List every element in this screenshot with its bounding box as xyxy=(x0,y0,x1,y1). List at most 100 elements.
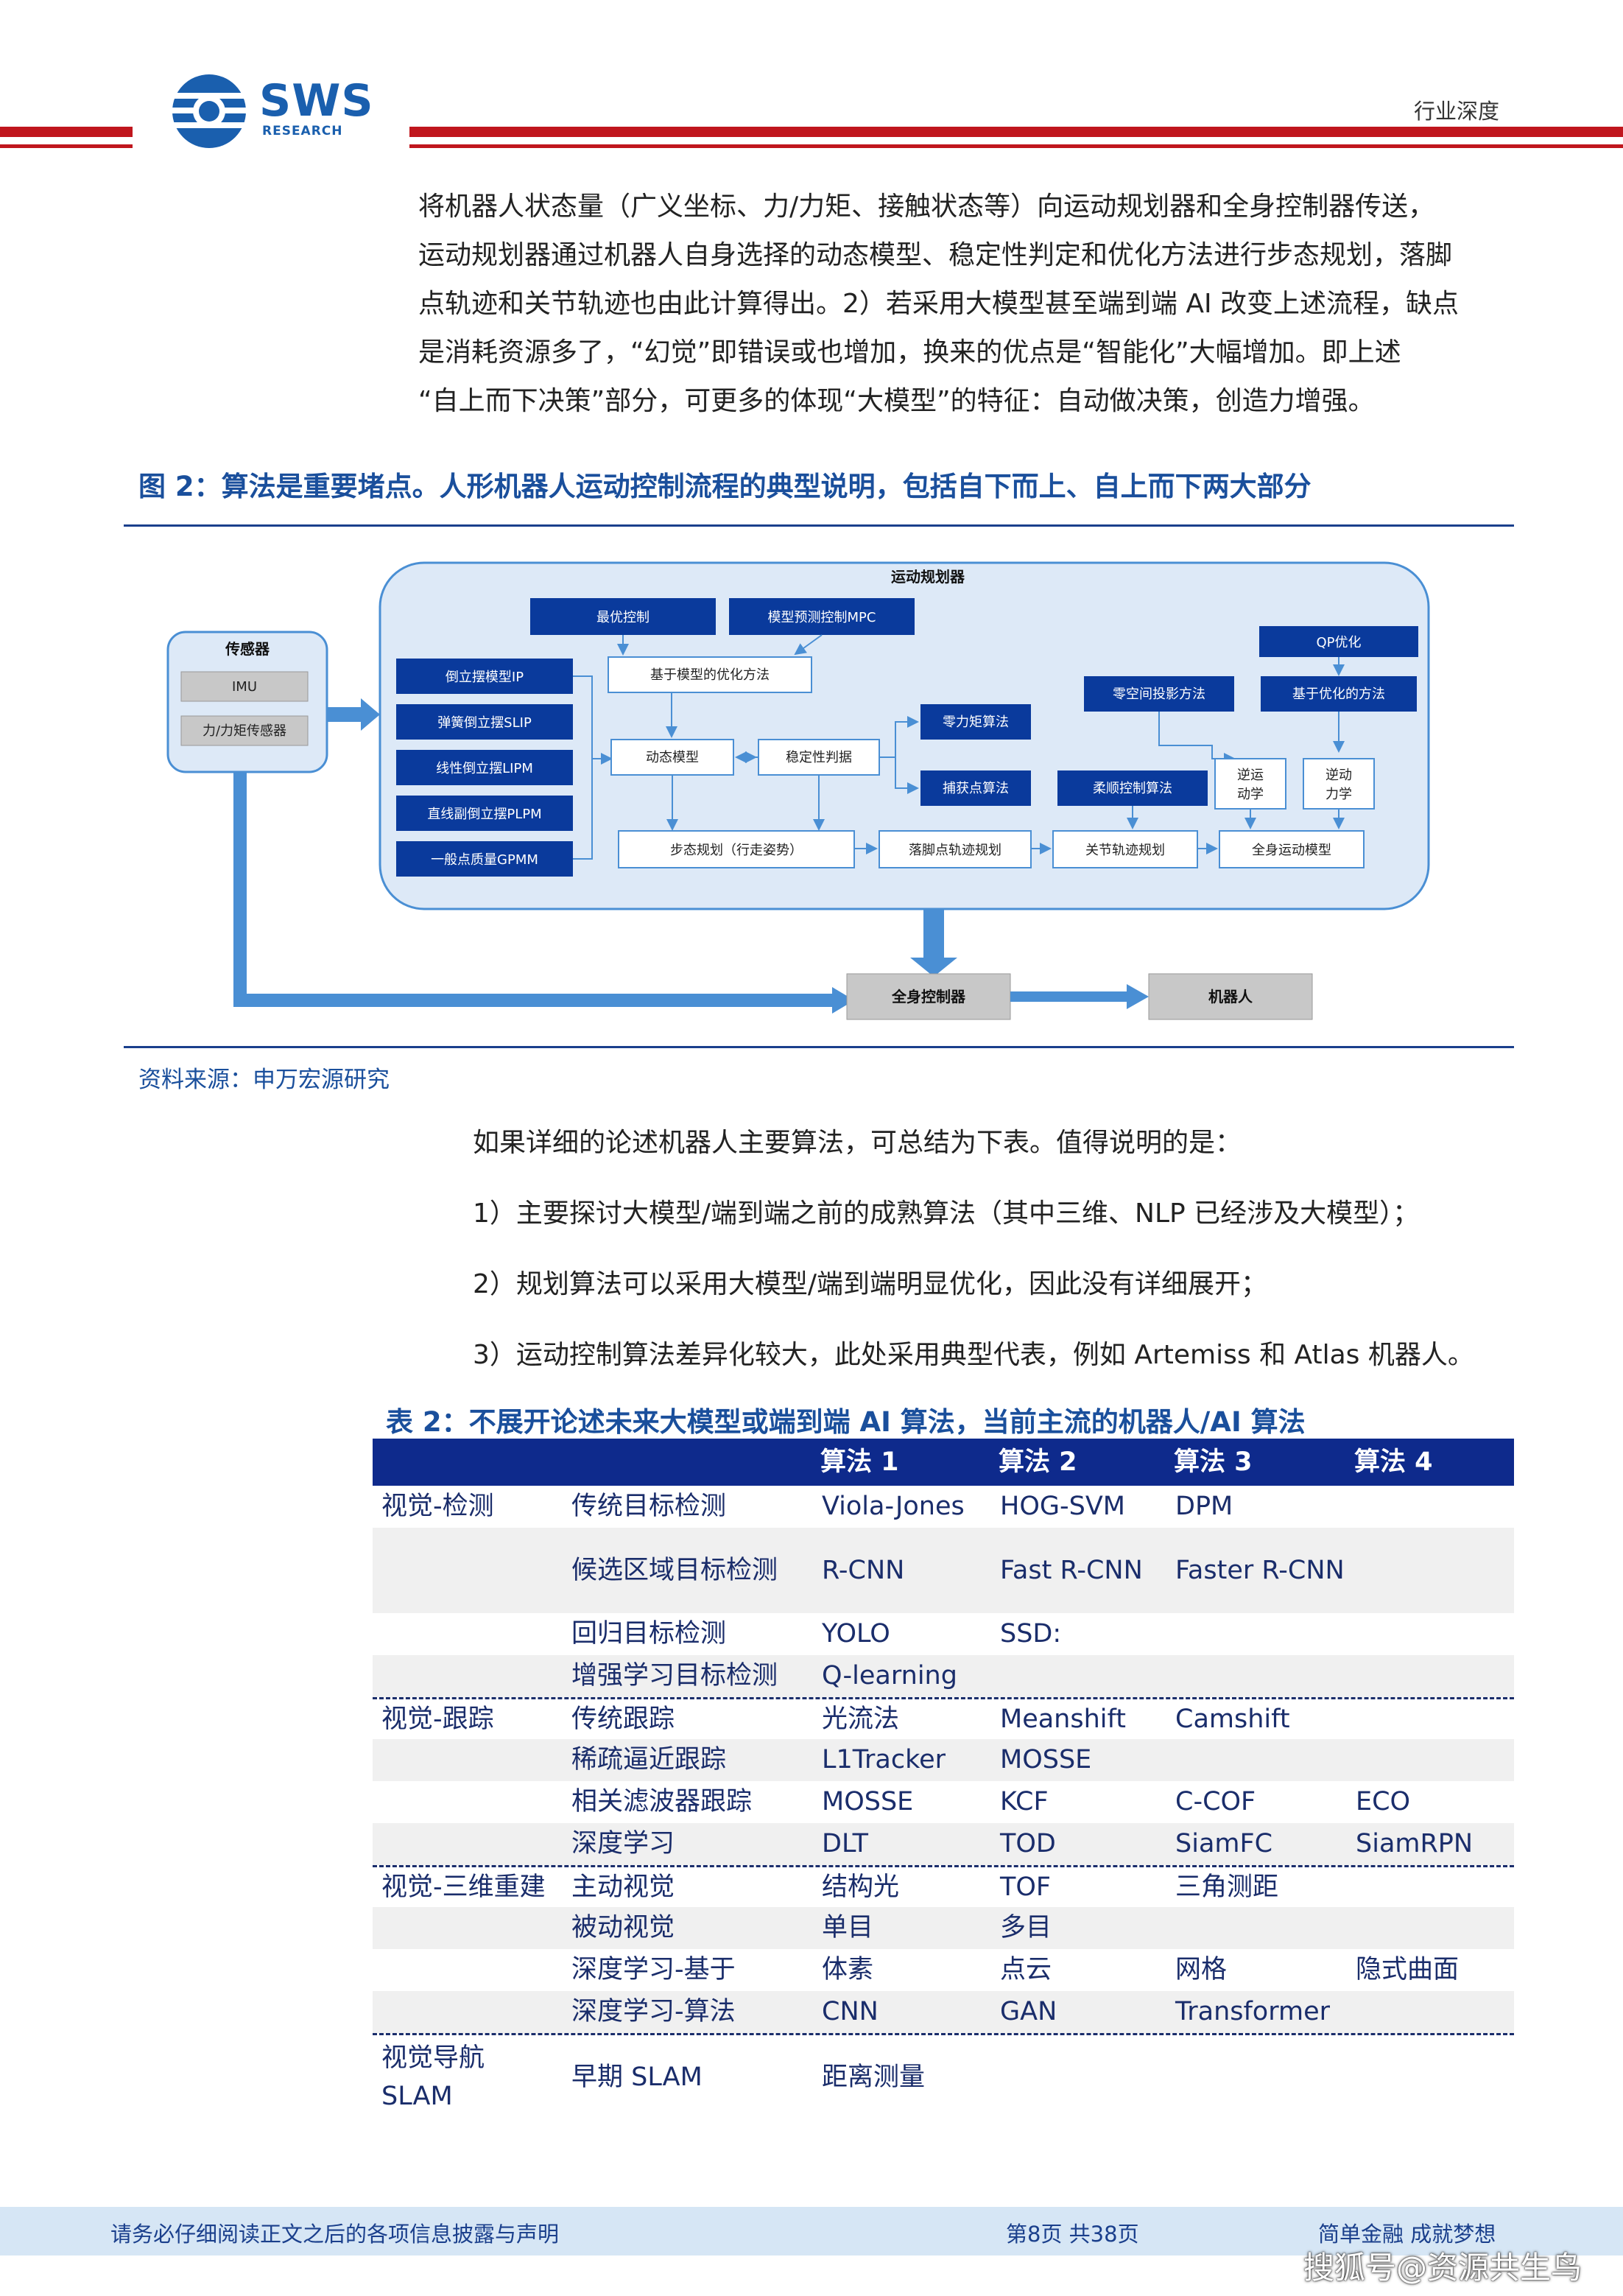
wbc-box xyxy=(846,973,1011,1020)
gait-planning-box xyxy=(618,830,855,868)
table-cell: Viola-Jones xyxy=(822,1492,965,1521)
planner-container xyxy=(379,561,1430,910)
joint-traj-box xyxy=(1052,830,1198,868)
table-lead-text: 如果详细的论述机器人主要算法，可总结为下表。值得说明的是： xyxy=(473,1128,1242,1158)
table-cell: MOSSE xyxy=(1000,1745,1092,1774)
zmp-box xyxy=(920,704,1031,740)
table-header-cell: 算法 1 xyxy=(820,1447,899,1477)
watermark-text: 搜狐号@资源共生鸟 xyxy=(1303,2250,1582,2286)
foothold-label: 落脚点轨迹规划 xyxy=(909,843,1001,858)
footer-band xyxy=(0,2207,1623,2255)
intro-paragraph: 将机器人状态量（广义坐标、力/力矩、接触状态等）向运动规划器和全身控制器传送， … xyxy=(418,183,1501,426)
table-cell: GAN xyxy=(1000,1997,1057,2026)
table-cell: TOD xyxy=(1000,1829,1056,1858)
optimal-control-label: 最优控制 xyxy=(596,610,649,625)
table-header-cell: 算法 2 xyxy=(999,1447,1077,1477)
table-cell xyxy=(1347,1907,1514,1949)
table-body: 视觉-检测 传统目标检测 Viola-Jones HOG-SVM DPM 候选区域目标检测… xyxy=(373,1486,1514,2118)
whole-body-model-label: 全身运动模型 xyxy=(1252,843,1331,858)
sensor-to-wbc-arrowhead xyxy=(832,987,854,1014)
note-item-2: 2）规划算法可以采用大模型/端到端明显优化，因此没有详细展开； xyxy=(473,1269,1268,1299)
table-cell xyxy=(1166,1739,1347,1781)
table-header-cell: 算法 4 xyxy=(1354,1447,1433,1477)
table-cell xyxy=(1347,2035,1514,2118)
table-cell: 深度学习 xyxy=(571,1829,675,1858)
table-cell: 稀疏逼近跟踪 xyxy=(571,1745,727,1774)
logo-emblem-icon xyxy=(171,74,247,148)
table-cell xyxy=(373,1655,563,1697)
table-cell: 传统目标检测 xyxy=(571,1492,727,1521)
model-box-gpmm xyxy=(396,841,573,877)
robot-label: 机器人 xyxy=(1208,988,1253,1005)
table-cell: ECO xyxy=(1356,1787,1411,1816)
table-cell: 视觉-检测 xyxy=(381,1492,494,1521)
figure-top-rule xyxy=(124,524,1514,527)
model-based-opt-label: 基于模型的优化方法 xyxy=(650,667,770,683)
model-based-opt-box xyxy=(608,656,812,693)
stability-box xyxy=(758,739,880,776)
null-space-label: 零空间投影方法 xyxy=(1113,687,1205,702)
stability-label: 稳定性判据 xyxy=(786,750,852,765)
model-label-ip: 倒立摆模型IP xyxy=(446,670,524,685)
intro-line: “自上而下决策”部分，可更多的体现“大模型”的特征：自动做决策，创造力增强。 xyxy=(418,386,1375,416)
table-cell xyxy=(373,1739,563,1781)
imu-label: IMU xyxy=(232,679,257,695)
table-cell xyxy=(373,1991,563,2033)
planner-title: 运动规划器 xyxy=(891,568,965,586)
table-cell: Meanshift xyxy=(1000,1704,1126,1734)
table-cell: TOF xyxy=(1000,1872,1052,1902)
table-cell xyxy=(1166,2035,1347,2118)
force-sensor-label: 力/力矩传感器 xyxy=(203,723,286,739)
table-cell: DPM xyxy=(1175,1492,1233,1521)
table-cell: 三角测距 xyxy=(1175,1872,1279,1902)
footer-disclaimer: 请务必仔细阅读正文之后的各项信息披露与声明 xyxy=(110,2222,560,2247)
section-label: 行业深度 xyxy=(1413,99,1499,124)
planner-to-wbc-arrow xyxy=(910,958,957,977)
table-cell: R-CNN xyxy=(822,1556,905,1585)
table-caption: 表 2：不展开论述未来大模型或端到端 AI 算法，当前主流的机器人/AI 算法 xyxy=(386,1406,1306,1438)
table-header-cell xyxy=(563,1439,813,1484)
sensor-title: 传感器 xyxy=(225,640,270,658)
logo-text: SWS xyxy=(259,75,374,127)
robot-box xyxy=(1148,973,1313,1020)
intro-line: 将机器人状态量（广义坐标、力/力矩、接触状态等）向运动规划器和全身控制器传送， xyxy=(418,192,1435,222)
note-item-3: 3）运动控制算法差异化较大，此处采用典型代表，例如 Artemiss 和 Atl… xyxy=(473,1340,1474,1370)
intro-line: 运动规划器通过机器人自身选择的动态模型、稳定性判定和优化方法进行步态规划，落脚 xyxy=(418,240,1453,270)
svg-text:力学: 力学 xyxy=(1325,787,1352,802)
table-cell xyxy=(991,2035,1166,2118)
figure-caption: 图 2：算法是重要堵点。人形机器人运动控制流程的典型说明，包括自下而上、自上而下… xyxy=(138,471,1312,502)
model-label-slip: 弹簧倒立摆SLIP xyxy=(437,715,532,731)
table-cell xyxy=(991,1655,1166,1697)
gait-planning-label: 步态规划（行走姿势） xyxy=(670,843,803,858)
table-cell xyxy=(1166,1907,1347,1949)
table-cell: 深度学习-算法 xyxy=(571,1997,736,2026)
table-cell: Fast R-CNN xyxy=(1000,1556,1143,1585)
figure-source: 资料来源：申万宏源研究 xyxy=(138,1067,390,1093)
inverse-dynamics-box xyxy=(1303,758,1375,810)
table-cell: Q-learning xyxy=(822,1661,957,1691)
table-cell xyxy=(373,1907,563,1949)
table-cell: 被动视觉 xyxy=(571,1913,675,1942)
table-cell: HOG-SVM xyxy=(1000,1492,1125,1521)
table-cell: 候选区域目标检测 xyxy=(571,1556,778,1585)
model-box-plpm xyxy=(396,796,573,831)
header-red-bar-left xyxy=(0,127,133,137)
dynamic-model-box xyxy=(610,739,734,776)
header-red-line-left xyxy=(0,144,133,148)
joint-traj-label: 关节轨迹规划 xyxy=(1085,843,1165,858)
table-cell: Transformer xyxy=(1175,1997,1331,2026)
table-header-cell xyxy=(373,1439,563,1484)
table-cell: SiamRPN xyxy=(1356,1829,1474,1858)
table-cell xyxy=(1347,1528,1514,1613)
table-cell: 结构光 xyxy=(822,1872,900,1902)
table-cell xyxy=(373,1949,563,1991)
table-cell: 视觉-三维重建 xyxy=(381,1872,546,1902)
table-cell xyxy=(373,1781,563,1823)
table-cell: 单目 xyxy=(822,1913,874,1942)
table-cell: C-COF xyxy=(1175,1787,1256,1816)
